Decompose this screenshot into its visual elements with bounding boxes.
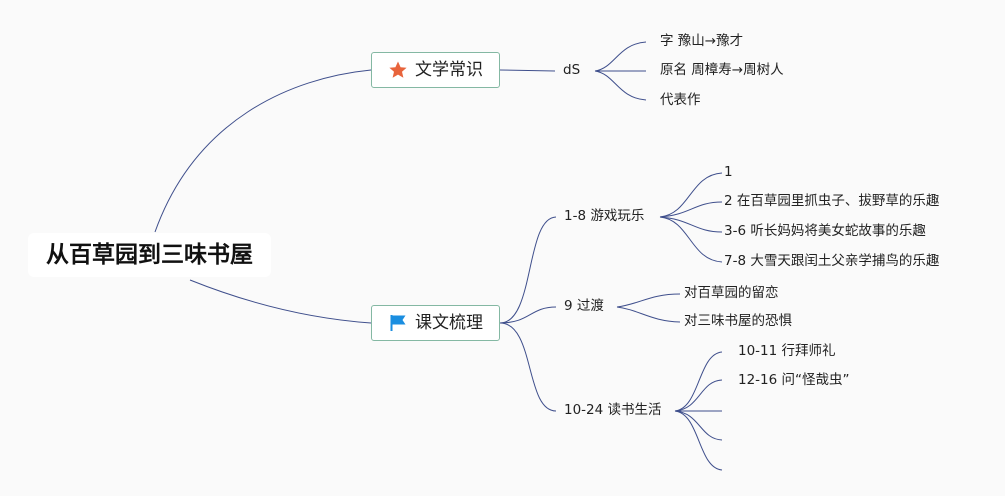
connector-ds-to-leaf-3 bbox=[594, 70, 647, 101]
root-topic[interactable]: 从百草园到三味书屋 bbox=[28, 233, 271, 277]
leaf-label: 2 在百草园里抓虫子、拔野草的乐趣 bbox=[724, 193, 940, 209]
connector-study-to-leaf-1 bbox=[674, 351, 723, 412]
leaf-label: 7-8 大雪天跟闰土父亲学捕鸟的乐趣 bbox=[724, 253, 940, 269]
connector-root-to-literature bbox=[154, 69, 372, 233]
leaf-label: 字 豫山→豫才 bbox=[660, 33, 744, 49]
leaf-label: 代表作 bbox=[660, 92, 701, 108]
star-icon bbox=[388, 60, 408, 80]
connector-games-to-leaf-4 bbox=[659, 216, 723, 263]
leaf-fear-sanwei[interactable]: 对三味书屋的恐惧 bbox=[684, 313, 792, 329]
leaf-paragraph-1[interactable]: 1 bbox=[724, 164, 733, 180]
leaf-label: 12-16 问“怪哉虫” bbox=[738, 372, 850, 388]
subtopic-study-life[interactable]: 10-24 读书生活 bbox=[564, 402, 662, 418]
topic-text-outline[interactable]: 课文梳理 bbox=[371, 305, 500, 341]
connector-study-to-leaf-2 bbox=[674, 379, 723, 412]
leaf-paragraph-7-8[interactable]: 7-8 大雪天跟闰土父亲学捕鸟的乐趣 bbox=[724, 253, 940, 269]
connector-transition-to-leaf-1 bbox=[616, 293, 681, 308]
leaf-label: 对百草园的留恋 bbox=[684, 285, 779, 301]
connector-games-to-leaf-3 bbox=[659, 216, 723, 233]
root-topic-label: 从百草园到三味书屋 bbox=[46, 241, 253, 268]
leaf-representative-works[interactable]: 代表作 bbox=[660, 92, 701, 108]
flag-icon bbox=[388, 313, 408, 333]
leaf-paragraph-12-16[interactable]: 12-16 问“怪哉虫” bbox=[738, 372, 850, 388]
subtopic-label: 10-24 读书生活 bbox=[564, 402, 662, 418]
connector-transition-to-leaf-2 bbox=[616, 306, 681, 323]
subtopic-transition[interactable]: 9 过渡 bbox=[564, 298, 604, 314]
leaf-attachment-baicaoyuan[interactable]: 对百草园的留恋 bbox=[684, 285, 779, 301]
leaf-label: 1 bbox=[724, 164, 733, 180]
connector-study-to-leaf-5 bbox=[674, 410, 723, 471]
connector-ds-to-leaf-1 bbox=[594, 41, 647, 72]
leaf-paragraph-3-6[interactable]: 3-6 听长妈妈将美女蛇故事的乐趣 bbox=[724, 223, 926, 239]
leaf-courtesy-name[interactable]: 字 豫山→豫才 bbox=[660, 33, 744, 49]
connector-outline-to-transition bbox=[499, 306, 557, 324]
subtopic-label: dS bbox=[563, 62, 581, 78]
leaf-label: 原名 周樟寿→周树人 bbox=[660, 62, 784, 78]
leaf-original-name[interactable]: 原名 周樟寿→周树人 bbox=[660, 62, 784, 78]
leaf-label: 对三味书屋的恐惧 bbox=[684, 313, 792, 329]
connector-outline-to-study bbox=[499, 322, 557, 412]
leaf-paragraph-2[interactable]: 2 在百草园里抓虫子、拔野草的乐趣 bbox=[724, 193, 940, 209]
subtopic-label: 9 过渡 bbox=[564, 298, 604, 314]
leaf-label: 3-6 听长妈妈将美女蛇故事的乐趣 bbox=[724, 223, 926, 239]
connector-outline-to-games bbox=[499, 216, 557, 324]
topic-label: 课文梳理 bbox=[415, 312, 483, 333]
connector-literature-to-ds bbox=[499, 69, 556, 72]
connector-games-to-leaf-2 bbox=[659, 201, 723, 218]
leaf-label: 10-11 行拜师礼 bbox=[738, 343, 836, 359]
subtopic-games[interactable]: 1-8 游戏玩乐 bbox=[564, 208, 645, 224]
topic-label: 文学常识 bbox=[415, 59, 483, 80]
connector-games-to-leaf-1 bbox=[659, 172, 723, 218]
leaf-paragraph-10-11[interactable]: 10-11 行拜师礼 bbox=[738, 343, 836, 359]
subtopic-ds[interactable]: dS bbox=[563, 62, 581, 78]
subtopic-label: 1-8 游戏玩乐 bbox=[564, 208, 645, 224]
topic-literature-knowledge[interactable]: 文学常识 bbox=[371, 52, 500, 88]
connector-root-to-text-outline bbox=[189, 279, 372, 324]
connector-study-to-leaf-4 bbox=[674, 410, 723, 441]
